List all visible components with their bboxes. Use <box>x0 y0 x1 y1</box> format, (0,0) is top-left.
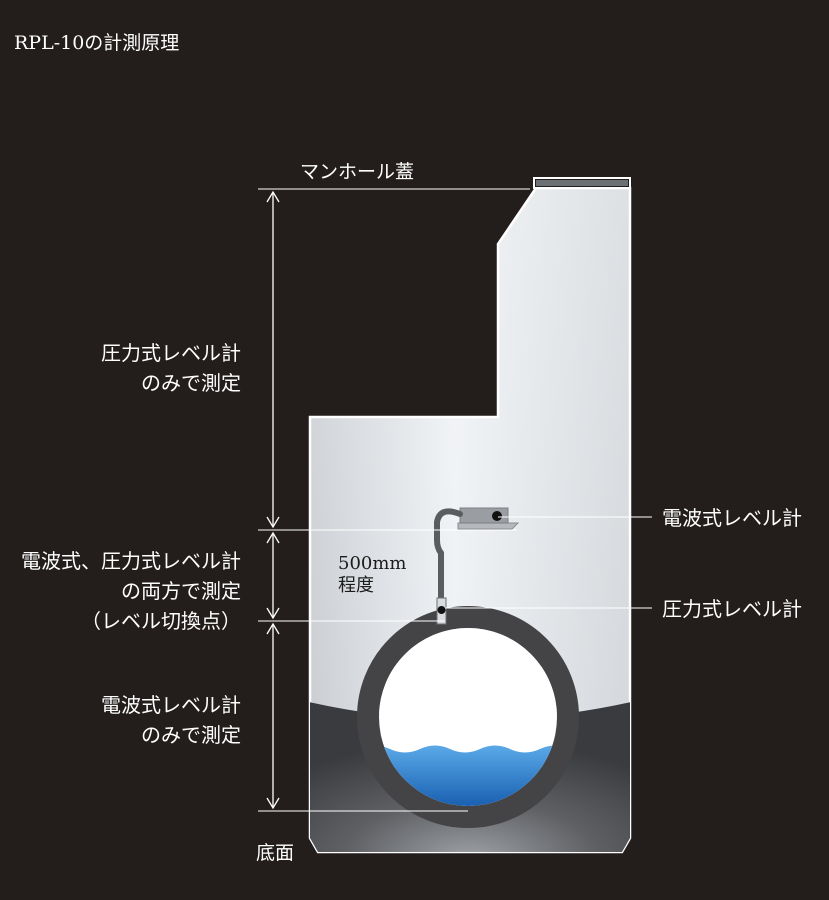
pressure-sensor-label: 圧力式レベル計 <box>662 597 802 621</box>
zone-radio-only-label: 電波式レベル計 のみで測定 <box>101 693 241 747</box>
level-sensor-assembly <box>434 507 520 625</box>
manhole-lid <box>533 177 631 189</box>
radio-sensor-label: 電波式レベル計 <box>662 506 802 530</box>
reference-lines <box>258 188 652 812</box>
sewer-pipe <box>357 606 579 828</box>
manhole-lid-label: マンホール蓋 <box>300 161 415 183</box>
zone-pressure-only-label: 圧力式レベル計 のみで測定 <box>101 341 241 395</box>
offset-label: 500mm 程度 <box>338 553 407 596</box>
pressure-cable <box>434 508 463 603</box>
pressure-sensor-dot <box>437 606 446 614</box>
radio-sensor-dot <box>492 511 502 521</box>
page-title: RPL-10の計測原理 <box>14 32 180 54</box>
dimension-arrows <box>266 190 280 810</box>
bottom-label: 底面 <box>256 842 295 864</box>
zone-both-label: 電波式、圧力式レベル計 の両方で測定 （レベル切換点） <box>21 549 241 633</box>
